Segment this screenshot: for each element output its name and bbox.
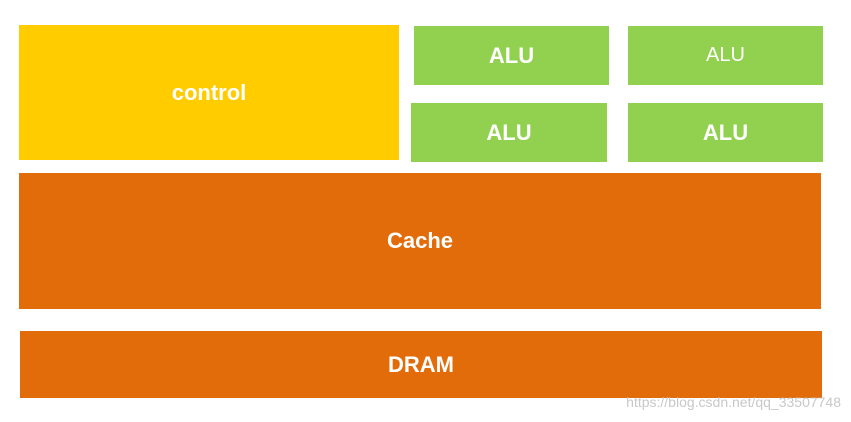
watermark: https://blog.csdn.net/qq_33507748	[626, 394, 841, 410]
dram-block: DRAM	[20, 331, 822, 398]
cache-label: Cache	[386, 228, 454, 253]
alu-block-3: ALU	[411, 103, 607, 162]
alu-block-2: ALU	[628, 26, 823, 85]
control-block: control	[19, 25, 399, 160]
alu-label-2: ALU	[706, 44, 745, 66]
control-label: control	[171, 79, 247, 105]
alu-label-1: ALU	[488, 42, 535, 68]
dram-label: DRAM	[388, 351, 454, 377]
cache-block: Cache	[19, 173, 821, 309]
alu-block-4: ALU	[628, 103, 823, 162]
alu-block-1: ALU	[414, 26, 609, 85]
alu-label-4: ALU	[702, 119, 749, 145]
alu-label-3: ALU	[486, 119, 532, 145]
